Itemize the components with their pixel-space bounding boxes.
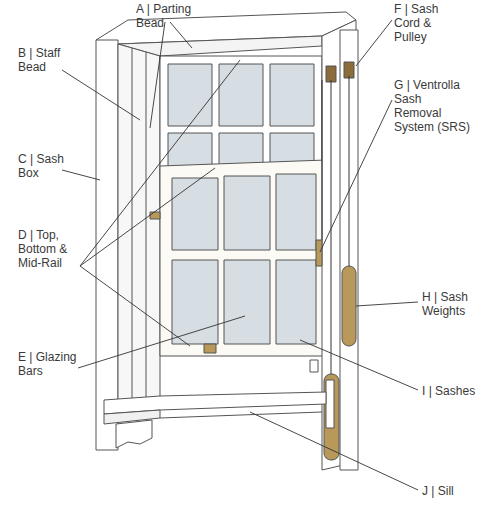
sash-cord xyxy=(349,76,350,268)
leader-line xyxy=(250,412,418,490)
part-label: F | Sash Cord & Pulley xyxy=(394,2,454,44)
part-label: B | Staff Bead xyxy=(18,46,74,74)
sill-bracket xyxy=(116,420,152,448)
part-label: D | Top, Bottom & Mid-Rail xyxy=(18,228,82,270)
srs-fitting xyxy=(204,344,216,353)
srs-fitting xyxy=(316,240,322,266)
leader-line xyxy=(356,20,392,66)
sash-block xyxy=(310,360,318,372)
leader-line xyxy=(356,302,418,306)
glass-pane xyxy=(224,260,270,344)
part-label: H | Sash Weights xyxy=(422,290,476,318)
part-label: J | Sill xyxy=(422,484,476,498)
part-label: C | Sash Box xyxy=(18,152,74,180)
leader-line xyxy=(320,100,392,252)
part-label: I | Sashes xyxy=(422,384,478,398)
leader-line xyxy=(62,170,100,180)
part-label: A | Parting Bead xyxy=(136,2,210,30)
sash-cord xyxy=(322,80,323,240)
leader-line xyxy=(170,22,192,48)
leader-line xyxy=(78,316,245,368)
leader-line xyxy=(80,60,240,266)
sill xyxy=(104,392,326,414)
leader-line xyxy=(150,22,165,128)
sash-weight xyxy=(342,266,356,346)
bead-line xyxy=(146,52,147,402)
glass-pane xyxy=(276,260,316,344)
srs-fitting xyxy=(150,212,160,219)
pulley xyxy=(326,66,336,82)
leader-line xyxy=(62,70,140,120)
leader-line xyxy=(300,340,418,390)
glass-pane xyxy=(172,178,218,250)
pulley-stile xyxy=(340,30,358,470)
leader-line xyxy=(80,266,190,346)
glass-pane xyxy=(219,64,263,126)
glass-pane xyxy=(270,64,314,126)
left-jamb xyxy=(96,40,118,450)
glass-pane xyxy=(168,64,212,126)
sill-line xyxy=(160,412,322,418)
glass-pane xyxy=(276,174,316,250)
part-label: E | Glazing Bars xyxy=(18,350,94,378)
glass-pane xyxy=(224,176,270,250)
leader-lines xyxy=(62,20,418,490)
leader-line xyxy=(80,168,215,266)
part-label: G | Ventrolla Sash Removal System (SRS) xyxy=(394,78,472,134)
pulley xyxy=(344,62,354,78)
pocket-piece xyxy=(326,380,334,428)
